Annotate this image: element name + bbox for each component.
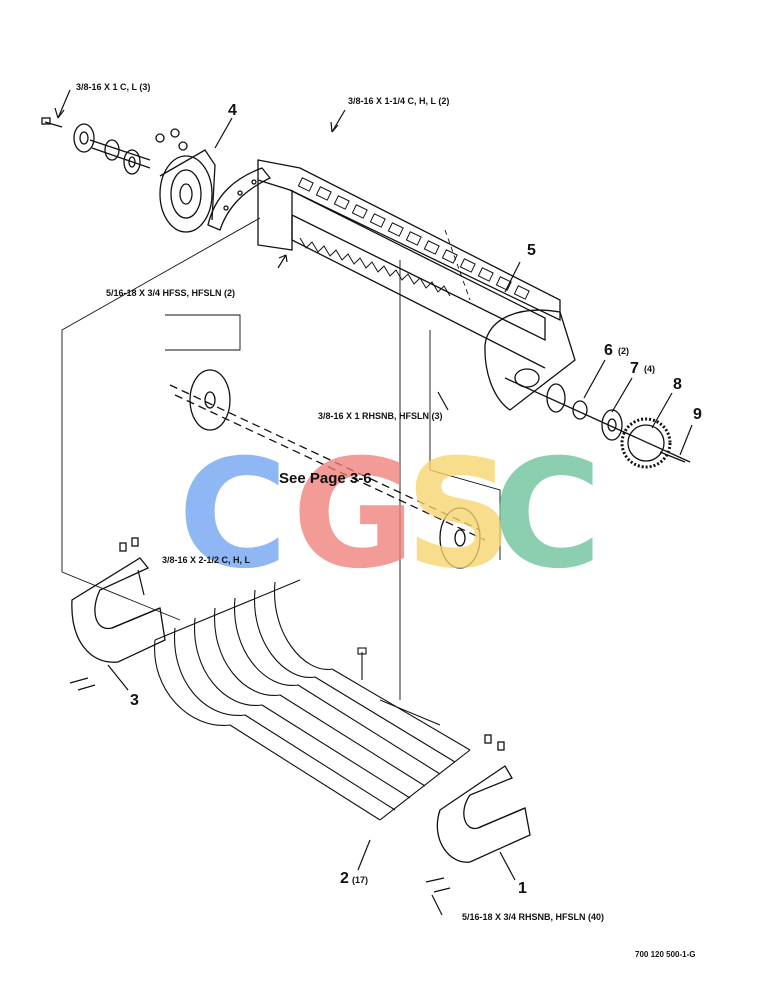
callout-number-7: 7 <box>630 360 639 377</box>
label-bolt-top-left: 3/8-16 X 1 C, L (3) <box>76 82 151 92</box>
watermark-letter-c2: C <box>492 428 603 602</box>
left-bearing-assembly <box>41 117 216 233</box>
label-bolt-rhsnb-40: 5/16-18 X 3/4 RHSNB, HFSLN (40) <box>462 912 605 922</box>
drawing-code: 700 120 500-1-G <box>635 950 696 959</box>
watermark-letter-g: G <box>292 428 416 602</box>
callout-number-1: 1 <box>518 880 527 897</box>
watermark-letter-s: S <box>405 428 514 602</box>
label-bolt-hfss: 5/16-18 X 3/4 HFSS, HFSLN (2) <box>106 288 236 298</box>
callout-number-2: 2 <box>340 870 349 887</box>
callout-arrows <box>54 89 693 916</box>
label-bolt-top-center: 3/8-16 X 1-1/4 C, H, L (2) <box>348 96 450 106</box>
drive-hardware <box>504 377 691 469</box>
callout-number-6: 6 <box>604 342 613 359</box>
callout-number-5: 5 <box>527 242 536 259</box>
assembly-leader-lines <box>61 217 501 700</box>
callout-qty-6: (2) <box>618 346 629 356</box>
callout-qty-7: (4) <box>644 364 655 374</box>
guard-bracket-part <box>207 167 272 231</box>
label-bolt-2-half: 3/8-16 X 2-1/2 C, H, L <box>162 555 251 565</box>
stripper-bands <box>154 579 471 821</box>
callout-number-8: 8 <box>673 376 682 393</box>
callout-qty-2: (17) <box>352 875 369 885</box>
center-shaft <box>169 369 486 569</box>
watermark-letter-c1: C <box>178 428 289 602</box>
callout-number-4: 4 <box>228 102 237 119</box>
right-end-shield <box>425 734 531 893</box>
callout-number-3: 3 <box>130 692 139 709</box>
see-page-reference: See Page 3-6 <box>279 470 372 487</box>
stripper-bar-assembly <box>257 159 576 411</box>
callout-number-9: 9 <box>693 406 702 423</box>
left-end-shield <box>69 537 166 691</box>
label-bolt-rhsnb-3: 3/8-16 X 1 RHSNB, HFSLN (3) <box>318 411 443 421</box>
